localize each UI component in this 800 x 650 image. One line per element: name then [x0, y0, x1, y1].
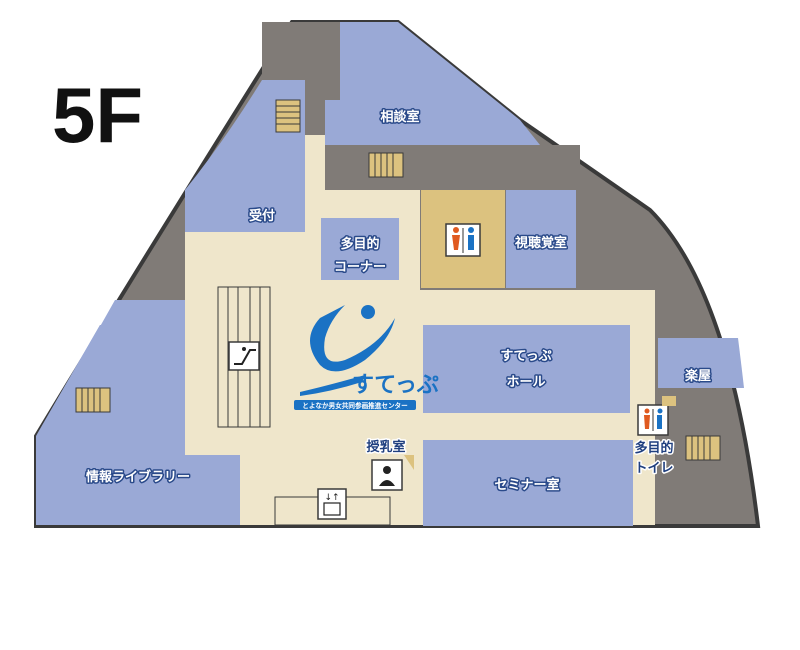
wall-strip-middle [325, 145, 580, 190]
label-suteppu-hall-2: ホール [506, 375, 545, 390]
room-library[interactable] [36, 325, 240, 525]
logo-swoosh [310, 305, 395, 372]
accessible-restroom-icon [637, 404, 669, 436]
label-reception: 受付 [249, 208, 275, 224]
corridor [185, 135, 655, 525]
label-library: 情報ライブラリー [86, 469, 190, 485]
stairs-icon [368, 152, 404, 178]
toilet-marker [662, 396, 676, 406]
label-multipurpose-toilet-2: トイレ [634, 461, 673, 476]
room-suteppu-hall[interactable] [423, 325, 630, 413]
suteppu-logo: すてっぷ とよなか男女共同参画推進センター [294, 305, 439, 410]
room-reception[interactable] [185, 80, 305, 232]
room-av[interactable] [506, 190, 576, 288]
label-multipurpose-toilet-1: 多目的 [634, 440, 673, 456]
wall-strip-left [262, 22, 340, 80]
nursing-icon [371, 459, 403, 491]
label-suteppu-hall-1: すてっぷ [500, 349, 551, 364]
stairs-icon [75, 387, 111, 413]
label-multipurpose-corner-2: コーナー [334, 260, 386, 275]
label-av-room: 視聴覚室 [514, 235, 567, 251]
label-consultation: 相談室 [380, 109, 419, 125]
floor-label: 5F [52, 71, 143, 159]
logo-subtitle: とよなか男女共同参画推進センター [302, 401, 408, 410]
room-multipurpose-corner[interactable] [321, 218, 399, 280]
elevator-icon: ↓↑ [317, 488, 347, 520]
escalator-icon [228, 341, 260, 371]
room-green-room[interactable] [658, 338, 744, 388]
label-green-room: 楽屋 [684, 368, 711, 384]
svg-text:↓↑: ↓↑ [324, 493, 339, 503]
restroom-icon [445, 223, 481, 257]
nursing-marker [404, 455, 414, 470]
stairs-icon [685, 435, 721, 461]
label-multipurpose-corner-1: 多目的 [340, 236, 379, 252]
logo-name: すてっぷ [352, 373, 439, 398]
label-nursing-room: 授乳室 [366, 439, 405, 455]
room-seminar[interactable] [423, 440, 633, 526]
room-consultation[interactable] [325, 22, 540, 145]
stairs-icon [275, 99, 301, 133]
room-library-upper [36, 232, 185, 436]
label-seminar-room: セミナー室 [494, 477, 559, 493]
